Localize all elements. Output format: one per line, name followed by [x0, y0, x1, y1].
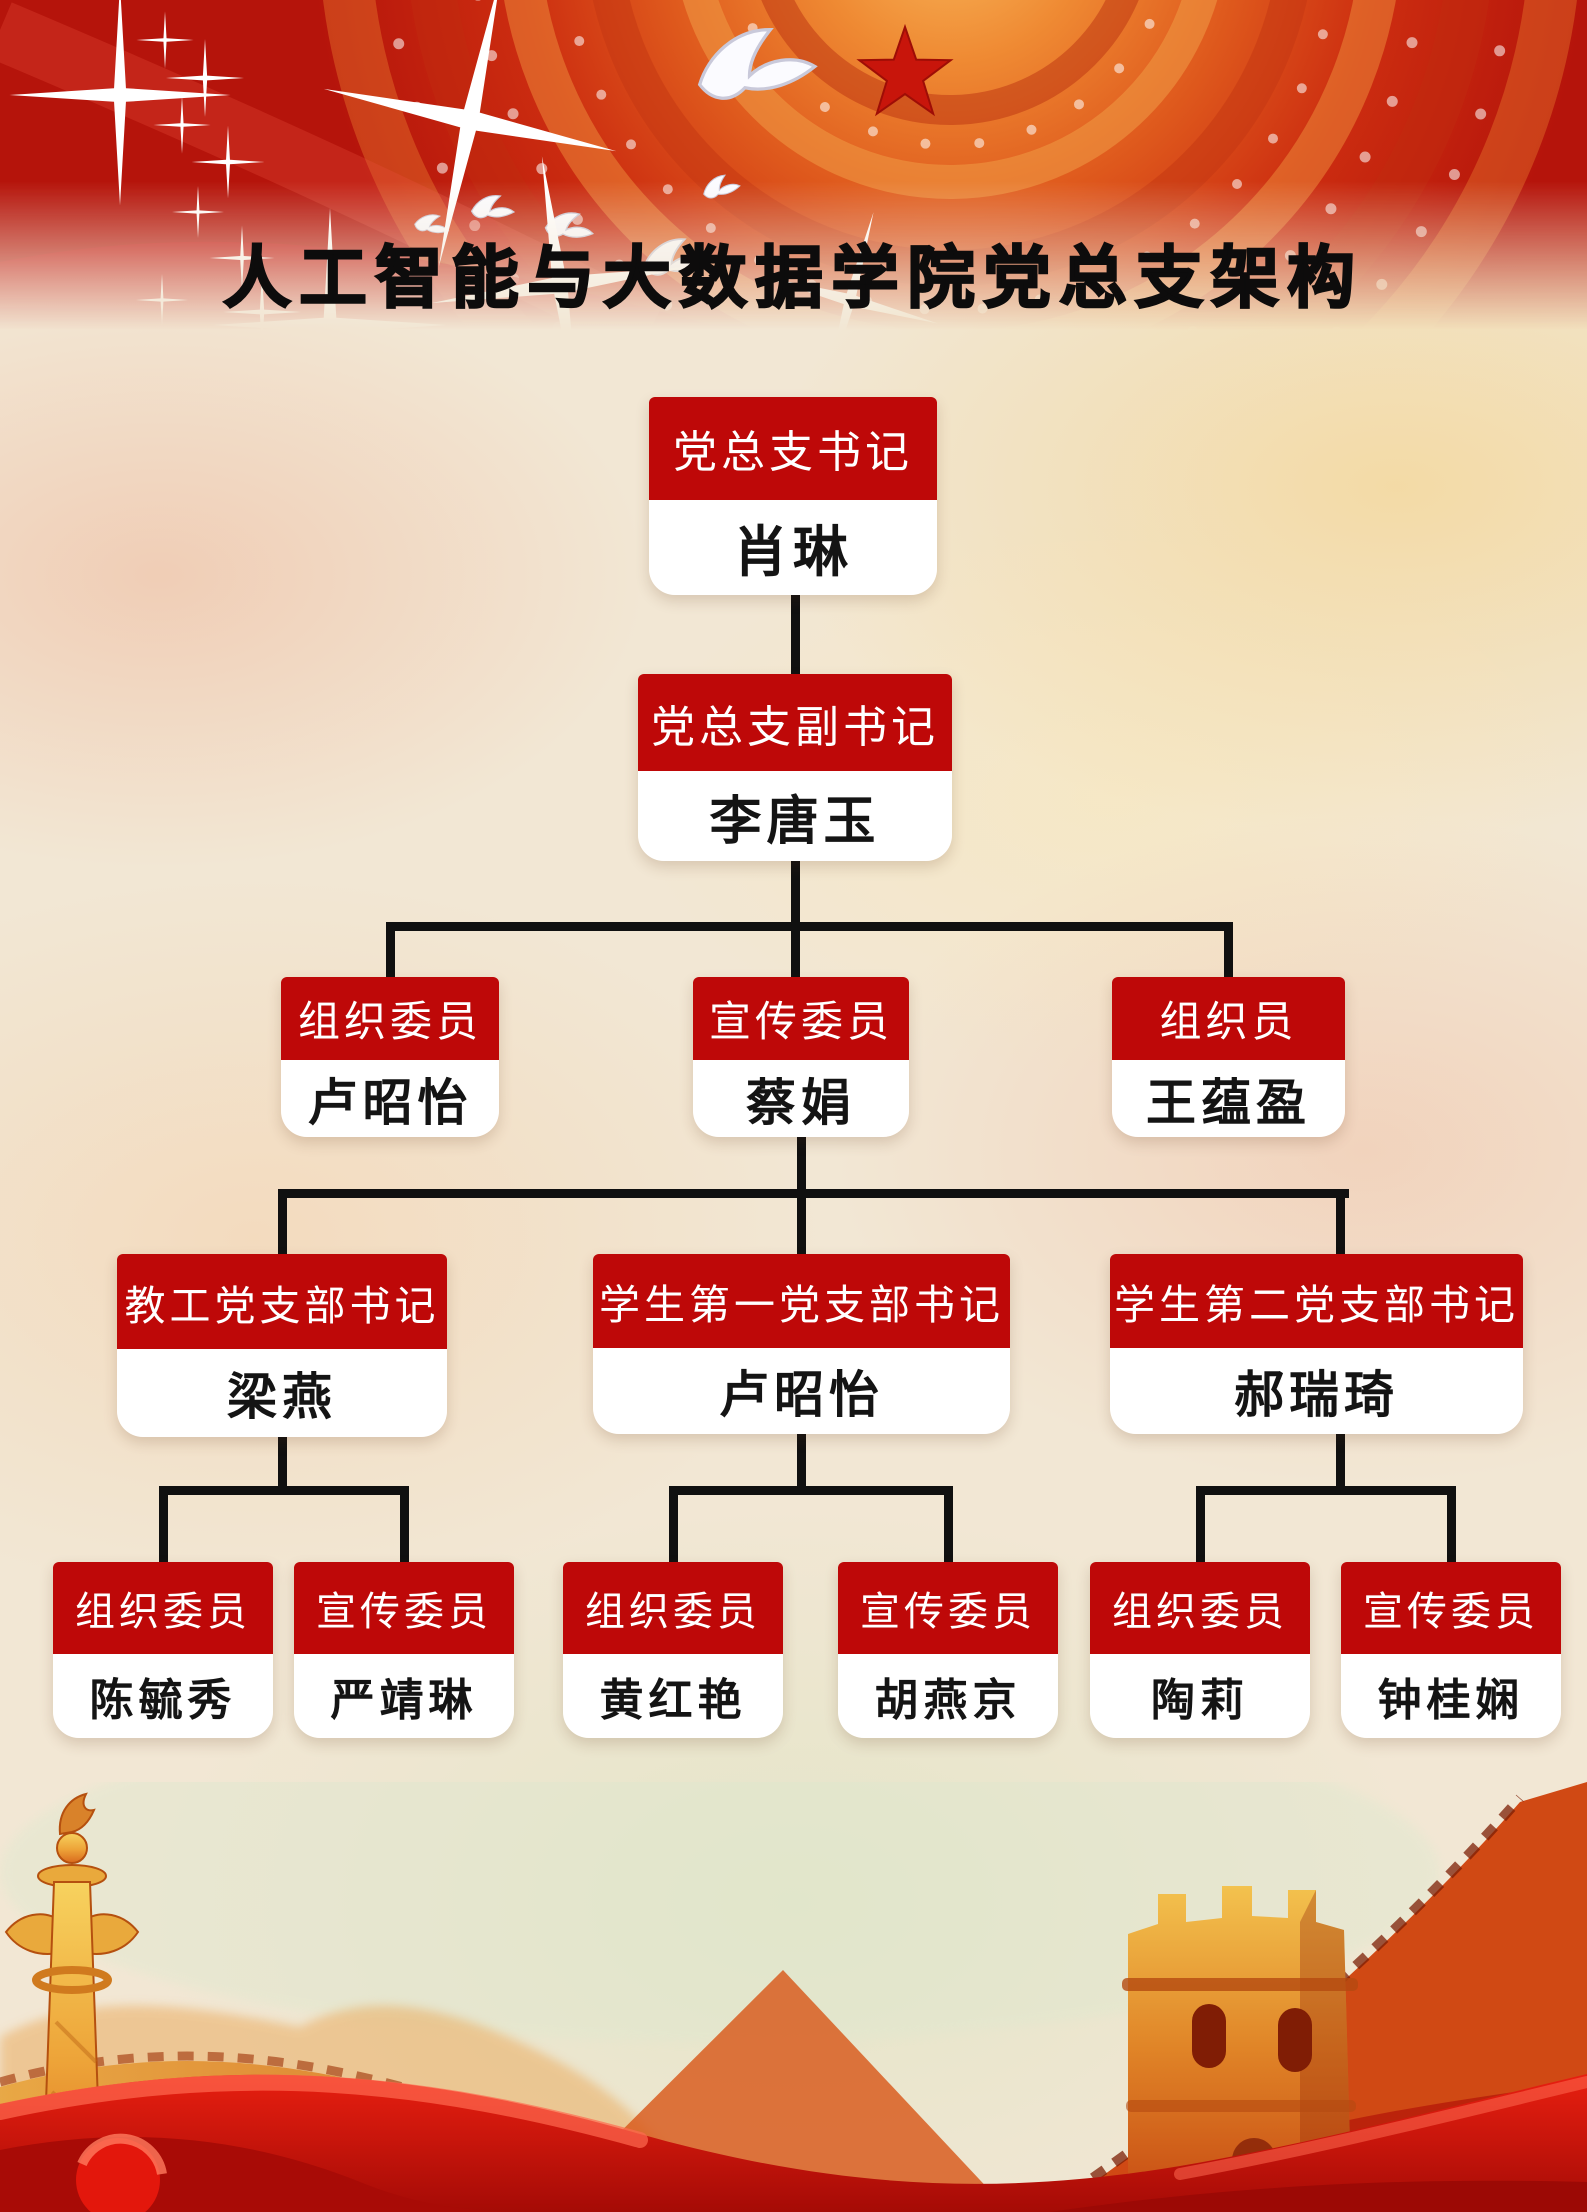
connector-line [1196, 1486, 1455, 1495]
connector-line [797, 1434, 806, 1495]
connector-line [944, 1486, 953, 1562]
role-banner: 组织委员 [563, 1562, 783, 1654]
connector-line [791, 861, 800, 977]
org-node-member-5: 宣传委员 钟桂娴 [1341, 1562, 1561, 1738]
sky-tint [0, 1782, 1440, 2042]
connector-line [159, 1486, 168, 1562]
dome-rings [323, 0, 1577, 330]
connector-line [400, 1486, 409, 1562]
member-name: 卢昭怡 [281, 1060, 499, 1137]
org-node-branch-2: 学生第二党支部书记 郝瑞琦 [1110, 1254, 1523, 1434]
member-name: 黄红艳 [563, 1653, 783, 1738]
org-node-member-4: 组织委员 陶莉 [1090, 1562, 1310, 1738]
org-node-member-3: 宣传委员 胡燕京 [838, 1562, 1058, 1738]
role-banner: 组织委员 [53, 1562, 273, 1654]
org-node-member-1: 宣传委员 严靖琳 [294, 1562, 514, 1738]
role-banner: 党总支副书记 [638, 674, 952, 772]
member-name: 卢昭怡 [593, 1347, 1010, 1434]
org-node-committee-0: 组织委员 卢昭怡 [281, 977, 499, 1137]
role-banner: 党总支书记 [649, 397, 937, 500]
role-banner: 宣传委员 [294, 1562, 514, 1654]
connector-line [1336, 1434, 1345, 1495]
member-name: 胡燕京 [838, 1653, 1058, 1738]
festive-banner [0, 0, 1587, 330]
star-icon [856, 23, 954, 117]
role-banner: 教工党支部书记 [117, 1254, 447, 1350]
role-banner: 组织委员 [281, 977, 499, 1061]
tower-window [1278, 2008, 1312, 2072]
org-node-committee-1: 宣传委员 蔡娟 [693, 977, 909, 1137]
connector-line [791, 595, 800, 674]
member-name: 蔡娟 [693, 1060, 909, 1137]
org-node-branch-0: 教工党支部书记 梁燕 [117, 1254, 447, 1437]
connector-line [1224, 922, 1233, 977]
connector-line [386, 922, 1232, 931]
org-node-branch-1: 学生第一党支部书记 卢昭怡 [593, 1254, 1010, 1434]
org-node-committee-2: 组织员 王蕴盈 [1112, 977, 1345, 1137]
member-name: 肖琳 [649, 499, 937, 595]
connector-line [278, 1437, 287, 1494]
member-name: 李唐玉 [638, 771, 952, 861]
tower-window [1192, 2004, 1226, 2068]
great-wall-scene [0, 1782, 1587, 2212]
connector-line [1447, 1486, 1456, 1562]
role-banner: 宣传委员 [1341, 1562, 1561, 1654]
connector-line [1196, 1486, 1205, 1562]
role-banner: 宣传委员 [838, 1562, 1058, 1654]
page-title: 人工智能与大数据学院党总支架构 [222, 238, 1364, 319]
member-name: 钟桂娴 [1341, 1653, 1561, 1738]
member-name: 陈毓秀 [53, 1653, 273, 1738]
connector-line [278, 1189, 1349, 1198]
role-banner: 组织员 [1112, 977, 1345, 1061]
role-banner: 学生第二党支部书记 [1110, 1254, 1523, 1348]
red-sweep [0, 0, 730, 330]
org-node-deputy: 党总支副书记 李唐玉 [638, 674, 952, 861]
org-node-member-0: 组织委员 陈毓秀 [53, 1562, 273, 1738]
connector-line [159, 1486, 408, 1495]
member-name: 陶莉 [1090, 1653, 1310, 1738]
connector-line [1336, 1189, 1345, 1254]
connector-line [669, 1486, 678, 1562]
connector-line [386, 922, 395, 977]
role-banner: 组织委员 [1090, 1562, 1310, 1654]
org-node-secretary: 党总支书记 肖琳 [649, 397, 937, 595]
role-banner: 学生第一党支部书记 [593, 1254, 1010, 1348]
role-banner: 宣传委员 [693, 977, 909, 1061]
member-name: 王蕴盈 [1112, 1060, 1345, 1137]
red-silk-wave [0, 2074, 1587, 2212]
member-name: 梁燕 [117, 1349, 447, 1437]
connector-line [278, 1189, 287, 1254]
org-node-member-2: 组织委员 黄红艳 [563, 1562, 783, 1738]
connector-line [669, 1486, 952, 1495]
member-name: 郝瑞琦 [1110, 1347, 1523, 1434]
member-name: 严靖琳 [294, 1653, 514, 1738]
